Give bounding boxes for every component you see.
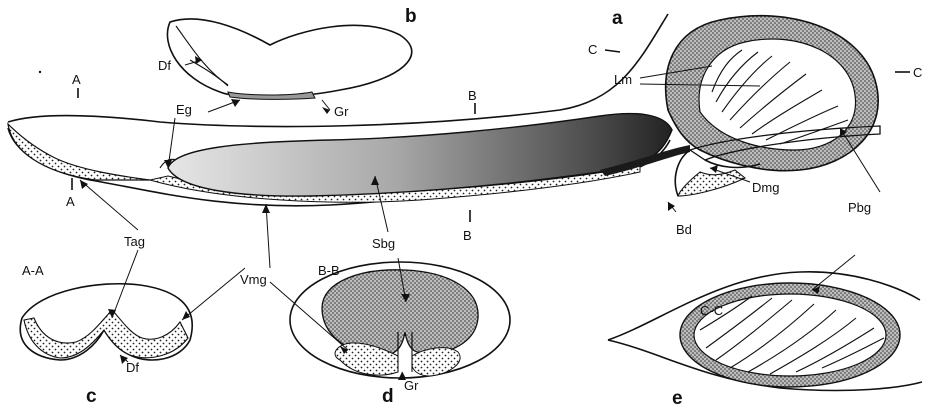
stray-dot	[39, 71, 41, 73]
section-mark-b-top: B	[468, 88, 477, 103]
panel-b-drawing	[167, 19, 411, 99]
panel-d-drawing	[290, 262, 510, 378]
label-lm: Lm	[614, 72, 632, 87]
section-title-cc: C-C	[700, 303, 723, 318]
section-mark-c-top: C	[588, 42, 597, 57]
label-bd: Bd	[676, 222, 692, 237]
label-vmg: Vmg	[240, 272, 267, 287]
panel-label-c: c	[86, 386, 97, 407]
section-mark-a-top: A	[72, 72, 81, 87]
pbg-bulb	[666, 16, 880, 196]
label-pbg: Pbg	[848, 200, 871, 215]
section-mark-c-right: C	[913, 65, 922, 80]
panel-e-drawing	[608, 272, 922, 391]
section-mark-a-bottom: A	[66, 194, 75, 209]
section-title-bb: B-B	[318, 263, 340, 278]
label-gr-b: Gr	[334, 104, 349, 119]
panel-label-d: d	[382, 386, 394, 407]
label-eg: Eg	[176, 102, 192, 117]
panel-label-b: b	[405, 6, 417, 27]
section-mark-b-bottom: B	[463, 228, 472, 243]
label-df-b: Df	[158, 58, 171, 73]
label-sbg: Sbg	[372, 236, 395, 251]
section-title-aa: A-A	[22, 263, 44, 278]
panel-label-a: a	[612, 8, 623, 29]
label-dmg: Dmg	[752, 180, 779, 195]
panel-c-drawing	[20, 284, 192, 360]
panel-label-e: e	[672, 388, 683, 409]
label-df-c: Df	[126, 360, 139, 375]
label-gr-d: Gr	[404, 378, 419, 393]
label-tag: Tag	[124, 234, 145, 249]
